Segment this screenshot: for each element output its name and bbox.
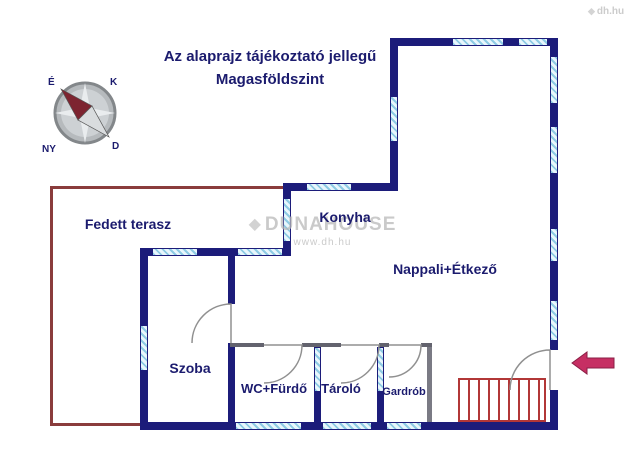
door-arc-bathroom — [263, 344, 303, 384]
window-kitchen-top — [306, 183, 352, 191]
window-right-1 — [550, 56, 558, 104]
door-arc-entrance — [509, 349, 551, 391]
room-label-bedroom: Szoba — [169, 360, 211, 376]
room-label-kitchen: Konyha — [319, 209, 371, 225]
wall-right-lower — [550, 390, 558, 430]
window-bottom-1 — [235, 422, 302, 430]
entrance-arrow-shape — [571, 351, 615, 375]
compass-rose-icon: É K D NY — [42, 75, 119, 155]
room-label-storage: Tároló — [321, 381, 361, 396]
wall-storage-wardrobe-lower — [377, 392, 384, 422]
wall-corridor-seg4 — [421, 343, 432, 347]
terrace-wall-bottom — [50, 423, 143, 426]
corner-watermark: ◆dh.hu — [588, 6, 624, 17]
room-label-bathroom: WC+Fürdő — [240, 381, 308, 396]
window-interior-bath — [314, 347, 321, 392]
door-arc-storage — [340, 344, 380, 384]
room-label-terrace: Fedett terasz — [84, 216, 172, 232]
compass-label-west: NY — [42, 144, 56, 155]
door-arc-bedroom — [191, 303, 232, 344]
wall-right-upper — [550, 38, 558, 350]
staircase — [458, 378, 546, 422]
window-bottom-3 — [386, 422, 422, 430]
wall-lower-left-top — [140, 248, 291, 256]
window-right-2 — [550, 126, 558, 174]
brand-diamond-icon: ◆ — [588, 6, 595, 16]
window-top-2 — [518, 38, 548, 46]
wall-bedroom-lower — [228, 343, 235, 425]
window-upper-left — [390, 96, 398, 142]
window-interior-storage — [377, 347, 384, 392]
floor-name-title: Magasföldszint — [215, 71, 325, 88]
door-arc-wardrobe — [388, 344, 422, 378]
compass-needle-south — [77, 105, 110, 138]
window-kitchen-left — [283, 198, 291, 242]
window-bedroom-top-2 — [237, 248, 283, 256]
plan-disclaimer-title: Az alaprajz tájékoztató jellegű — [163, 48, 377, 65]
wall-bedroom-upper — [228, 252, 235, 304]
corner-watermark-text: dh.hu — [596, 6, 625, 17]
wall-wardrobe-right — [427, 347, 432, 422]
wall-bath-storage-lower — [314, 392, 321, 422]
room-label-wardrobe: Gardrób — [382, 386, 426, 398]
window-right-4 — [550, 300, 558, 341]
window-top-1 — [452, 38, 504, 46]
compass-label-east: K — [110, 77, 118, 88]
terrace-wall-top — [50, 186, 286, 189]
compass-label-north: É — [48, 75, 55, 88]
room-label-living-dining: Nappali+Étkező — [393, 261, 497, 277]
window-right-3 — [550, 228, 558, 262]
wall-corridor-seg2 — [302, 343, 341, 347]
window-left — [140, 325, 148, 371]
entrance-arrow-icon — [571, 351, 615, 375]
window-bedroom-top-1 — [152, 248, 198, 256]
compass-label-south: D — [112, 141, 119, 152]
terrace-wall-left — [50, 186, 53, 426]
wall-corridor-seg1 — [230, 343, 264, 347]
wall-corridor-seg3 — [379, 343, 389, 347]
window-bottom-2 — [322, 422, 372, 430]
